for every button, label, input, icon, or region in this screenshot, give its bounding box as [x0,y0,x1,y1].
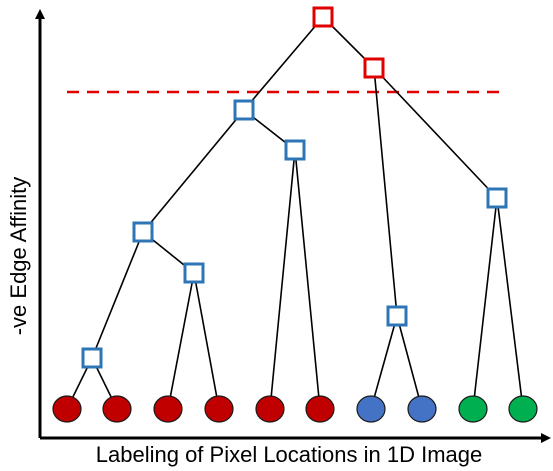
tree-edge [167,272,195,410]
tree-edge [496,197,524,410]
tree-edge [269,149,296,410]
cut-merge-node [363,57,385,79]
tree-edge [370,315,398,410]
tree-edge [373,67,498,199]
y-axis-label: -ve Edge Affinity [6,177,31,336]
tree-edge [243,16,324,111]
tree-edges [66,16,524,410]
merge-nodes [81,6,508,369]
merge-node [486,187,508,209]
tree-edge [373,67,398,317]
pixel-label-blue [407,395,437,423]
tree-edge [294,149,321,410]
pixel-label-red [204,395,234,423]
merge-node [233,99,255,121]
tree-edge [193,272,220,410]
pixel-label-red [153,395,183,423]
x-axis-label: Labeling of Pixel Locations in 1D Image [96,442,482,467]
cut-merge-node [312,6,334,28]
pixel-label-green [458,395,488,423]
pixel-label-red [255,395,285,423]
tree-edge [396,315,423,410]
tree-edge [472,197,498,410]
merge-node [81,347,103,369]
pixel-label-green [508,395,538,423]
merge-node [132,221,154,243]
pixel-label-red [52,395,82,423]
tree-edge [142,109,245,233]
pixel-label-red [102,395,132,423]
merge-node [284,139,306,161]
pixel-labels [52,395,538,423]
pixel-label-blue [356,395,386,423]
pixel-label-red [305,395,335,423]
merge-node [386,305,408,327]
tree-edge [91,231,144,359]
merge-node [183,262,205,284]
